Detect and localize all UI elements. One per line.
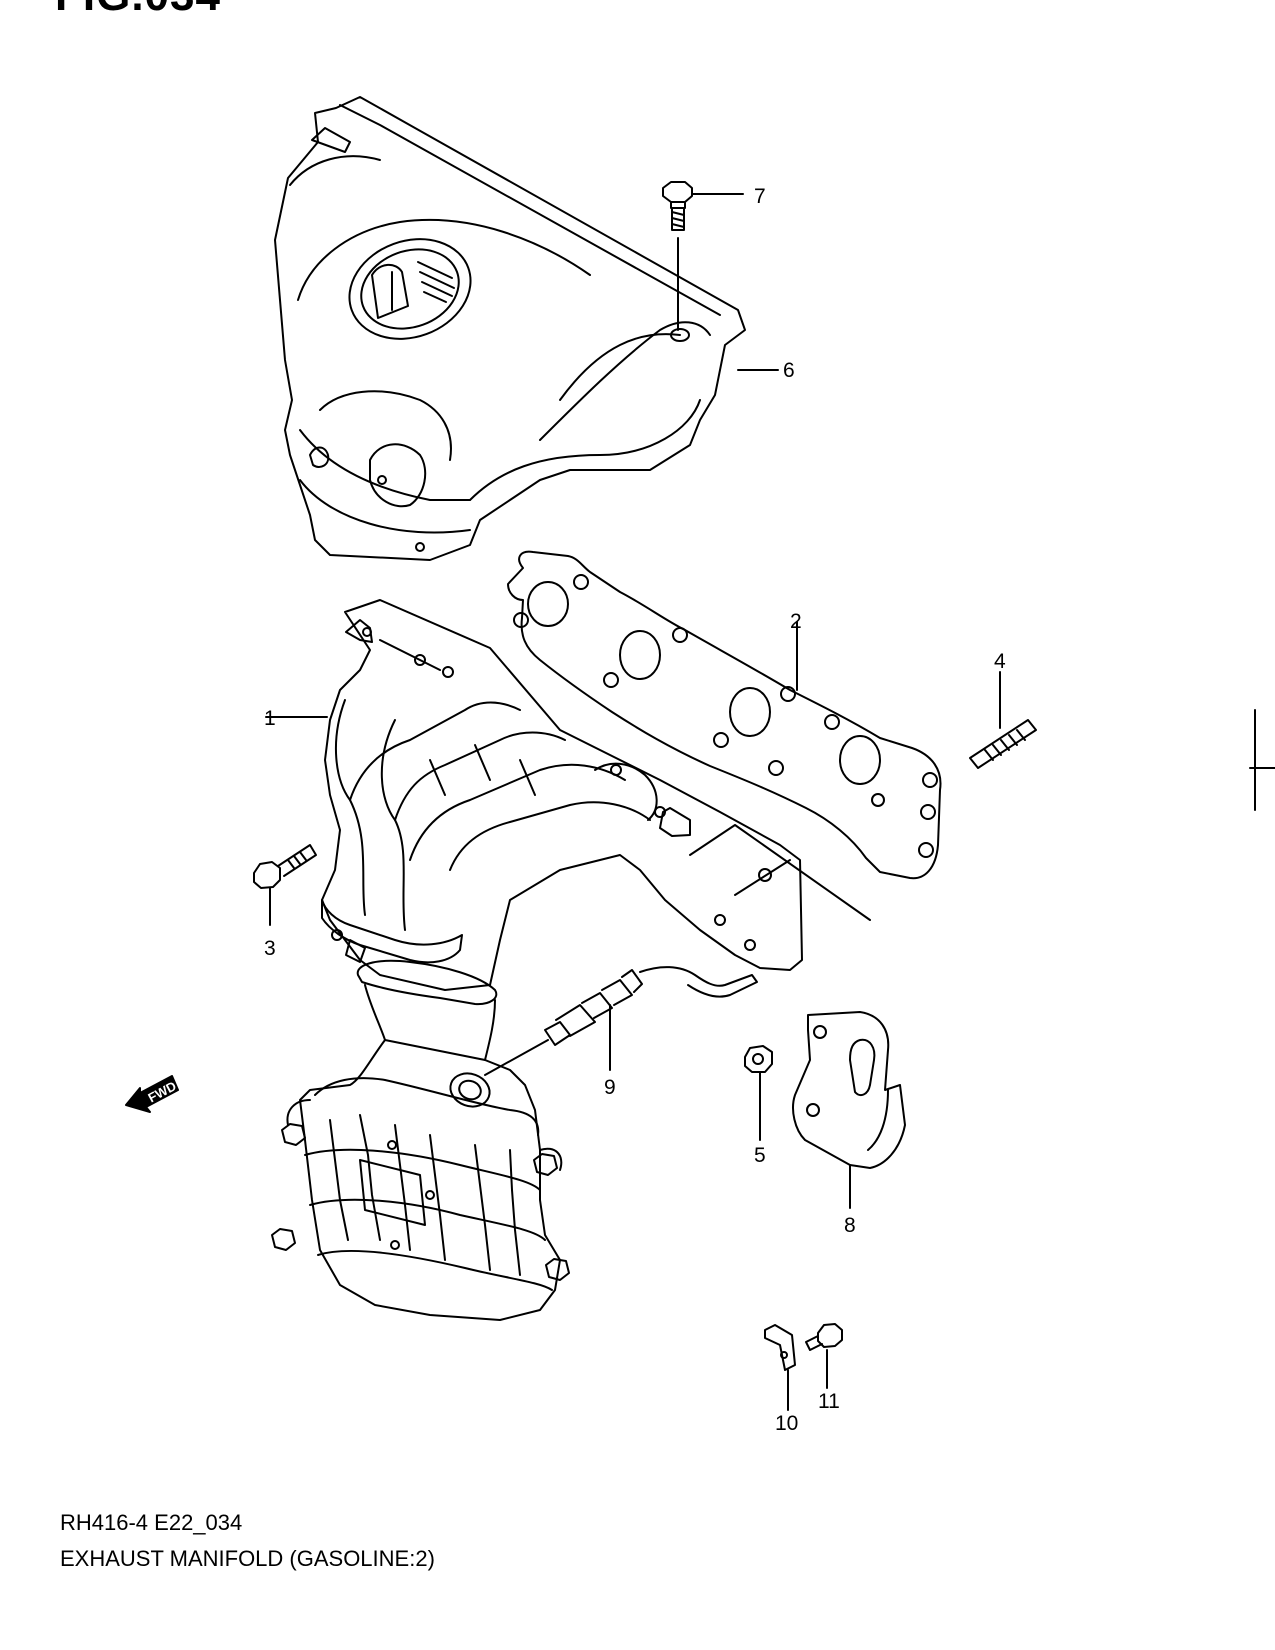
callout-2: 2	[790, 610, 802, 633]
mounting-bolt	[253, 844, 317, 926]
oxygen-sensor	[484, 966, 758, 1076]
flange-nut	[744, 1045, 773, 1141]
exhaust-manifold	[265, 599, 871, 1321]
figure-title: FIG.034	[55, 0, 221, 18]
callout-3: 3	[264, 937, 276, 960]
callout-1: 1	[264, 707, 276, 730]
callout-8: 8	[844, 1214, 856, 1237]
cover-bolt	[662, 181, 744, 331]
manifold-bracket	[792, 1011, 906, 1209]
fwd-arrow-icon: FWD	[125, 1075, 179, 1113]
clamp-and-bolt	[764, 1323, 843, 1411]
fwd-label: FWD	[146, 1078, 179, 1105]
manifold-gasket	[507, 550, 942, 880]
callout-10: 10	[775, 1412, 798, 1435]
callout-6: 6	[783, 359, 795, 382]
heat-shield-cover	[274, 96, 746, 561]
stud-bolt	[969, 671, 1275, 811]
drawing-code: RH416-4 E22_034	[60, 1510, 243, 1535]
callout-labels: 1 2 3 4 5 6 7 8 9 10 11	[264, 185, 1006, 1435]
callout-5: 5	[754, 1144, 766, 1167]
callout-9: 9	[604, 1076, 616, 1099]
callout-4: 4	[994, 650, 1006, 673]
drawing-caption: EXHAUST MANIFOLD (GASOLINE:2)	[60, 1546, 435, 1571]
callout-11: 11	[818, 1390, 840, 1413]
callout-7: 7	[754, 185, 766, 208]
